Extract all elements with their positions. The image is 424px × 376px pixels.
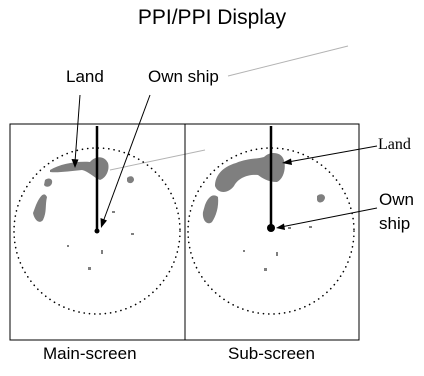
sub-screen-panel <box>184 123 378 341</box>
main-range-ring <box>13 147 181 315</box>
main-land-mass-west <box>33 194 47 222</box>
main-screen-panel <box>9 94 186 341</box>
sub-own-ship-label-line2: ship <box>379 214 411 233</box>
sub-echo-1 <box>288 227 291 229</box>
sub-own-ship-label-line1: Own <box>379 190 414 209</box>
gray-leader-line-middle <box>109 149 206 171</box>
sub-echo-2 <box>309 226 312 228</box>
diagram-title: PPI/PPI Display <box>137 6 287 29</box>
main-land-leader-arrowhead <box>71 159 79 168</box>
sub-land-label: Land <box>378 136 411 153</box>
main-land-mass-east <box>127 176 134 184</box>
sub-land-mass-north <box>215 152 285 192</box>
sub-land-mass-east <box>317 194 325 203</box>
sub-land-mass-west <box>202 195 219 224</box>
main-land-leader <box>74 94 81 163</box>
main-own-ship-leader <box>102 94 151 223</box>
sub-echo-3 <box>276 252 278 256</box>
sub-range-ring <box>187 147 355 315</box>
sub-screen-frame <box>184 123 360 341</box>
main-land-label: Land <box>66 67 104 86</box>
sub-own-ship-marker <box>267 224 275 232</box>
main-screen-caption: Main-screen <box>43 344 137 363</box>
sub-echo-4 <box>264 268 267 271</box>
main-echo-5 <box>67 245 69 247</box>
main-land-mass-north <box>50 157 109 180</box>
sub-screen-caption: Sub-screen <box>228 344 315 363</box>
main-echo-2 <box>131 233 134 235</box>
main-echo-1 <box>112 211 115 213</box>
gray-leader-line-top <box>227 45 349 77</box>
sub-land-leader-arrowhead <box>282 158 292 165</box>
sub-own-ship-leader-arrowhead <box>276 223 285 230</box>
sub-own-ship-leader <box>280 207 378 228</box>
main-own-ship-leader-arrowhead <box>100 218 107 228</box>
sub-land-leader <box>287 145 378 163</box>
main-own-ship-label: Own ship <box>148 67 219 86</box>
main-own-ship-marker <box>94 228 100 234</box>
main-echo-3 <box>101 250 103 254</box>
sub-echo-5 <box>243 250 245 252</box>
main-land-mass-blob <box>44 178 53 187</box>
main-echo-4 <box>88 267 91 270</box>
